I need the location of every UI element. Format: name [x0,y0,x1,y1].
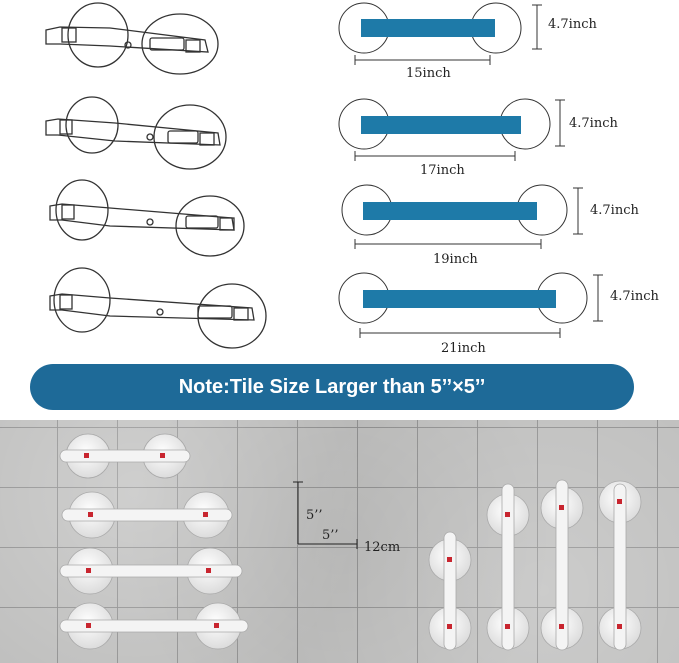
length-label-15: 15inch [406,66,451,81]
tile-size-label: 12cm [364,540,401,555]
height-label-4: 4.7inch [610,289,659,304]
tile-width-label: 5’’ [322,528,339,543]
note-banner: Note:Tile Size Larger than 5’’×5’’ [30,364,634,410]
line-drawings-column [0,0,300,360]
height-label-1: 4.7inch [548,17,597,32]
height-label-2: 4.7inch [569,116,618,131]
grab-bar-line-drawing-icon [45,2,267,349]
length-label-19: 19inch [433,252,478,267]
tile-height-label: 5’’ [306,508,323,523]
suction-cup-grab-bar-photo-icon [59,433,642,651]
length-label-17: 17inch [420,163,465,178]
tile-wall-photo: 5’’ 5’’ 12cm [0,420,679,663]
dimension-drawings [338,2,603,338]
height-label-3: 4.7inch [590,203,639,218]
length-label-21: 21inch [441,341,486,356]
dimension-diagrams [300,0,679,360]
